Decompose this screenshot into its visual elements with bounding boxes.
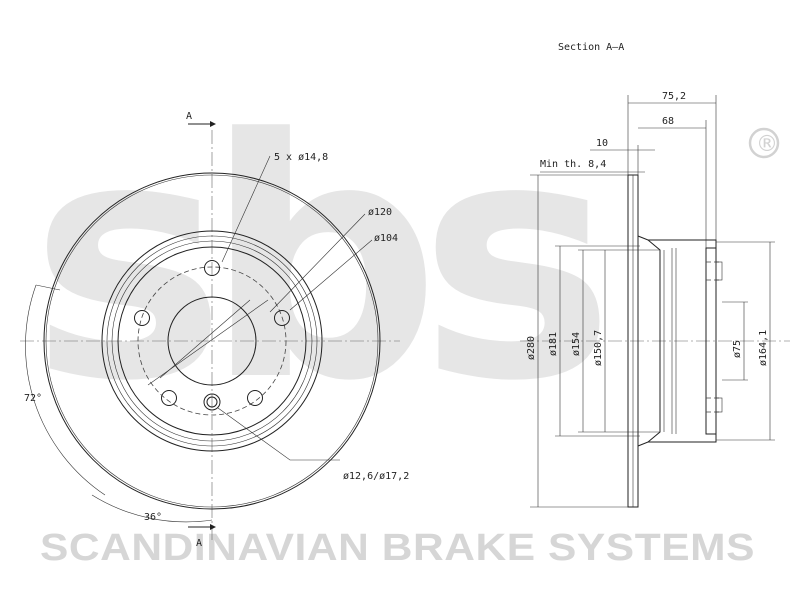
pcd-120-label: ø120 <box>368 207 392 218</box>
hub-ring-outer <box>101 230 323 452</box>
watermark: sbs ® SCANDINAVIAN BRAKE SYSTEMS <box>30 69 780 569</box>
bolt-hole <box>247 390 263 406</box>
hub-ring-2 <box>106 235 318 447</box>
wheel-hole-counterbore <box>203 393 221 411</box>
bolt-hole-section <box>715 397 723 413</box>
bolt-holes <box>134 260 290 411</box>
dia-150-7-label: ø150,7 <box>593 330 604 366</box>
bolt-hole-leader <box>221 155 271 263</box>
section-marker-top: A <box>186 111 216 127</box>
section-marker-bottom: A <box>188 524 216 549</box>
bolt-hole <box>161 390 177 406</box>
bolt-hole <box>204 260 220 276</box>
hub-ring-3 <box>111 240 313 442</box>
registered-mark-circle <box>748 127 780 159</box>
dia-280-label: ø280 <box>526 336 537 360</box>
height-75-2-label: 75,2 <box>662 91 686 102</box>
disc-outer-edge <box>43 172 381 510</box>
company-name-watermark: SCANDINAVIAN BRAKE SYSTEMS <box>40 527 755 569</box>
angle-72-label: 72° <box>24 393 42 404</box>
angle-36-arc <box>91 494 213 523</box>
min-thickness-label: Min th. 8,4 <box>540 159 606 170</box>
thickness-10-label: 10 <box>596 138 608 149</box>
disc-profile <box>627 174 723 508</box>
section-top-dims: 75,2 68 10 Min th. 8,4 <box>540 91 717 248</box>
bolt-hole <box>274 310 290 326</box>
hat-inner-wall <box>647 239 661 443</box>
dia-164-1-label: ø164,1 <box>758 330 769 366</box>
pcd-104-label: ø104 <box>374 233 398 244</box>
registered-mark: ® <box>756 132 778 157</box>
wheel-hole-leader <box>217 407 340 461</box>
bolt-holes-label: 5 x ø14,8 <box>274 152 328 163</box>
section-diameter-dims: ø280 ø181 ø154 ø150,7 ø75 ø164,1 <box>526 174 775 508</box>
section-arrow-head <box>210 524 216 530</box>
pcd-120-leader <box>269 213 366 313</box>
wheel-hole <box>206 396 218 408</box>
bolt-pitch-circle <box>137 266 287 416</box>
dia-181-label: ø181 <box>548 332 559 356</box>
angle-72-ext <box>35 284 61 291</box>
wheel-hole-label: ø12,6/ø17,2 <box>343 471 409 482</box>
height-68-label: 68 <box>662 116 674 127</box>
dia-75-label: ø75 <box>732 340 743 358</box>
front-leaders <box>147 155 373 461</box>
angle-36-label: 36° <box>144 512 162 523</box>
hub-ring-inner <box>117 246 307 436</box>
dia-154-label: ø154 <box>571 332 582 356</box>
front-view: A A 5 x ø14,8 ø120 ø104 ø12,6/ø17,2 72° <box>20 111 409 549</box>
pcd-104-leader <box>289 239 373 311</box>
angle-dimensions <box>25 284 213 523</box>
bolt-hole-section <box>715 261 723 281</box>
section-label-a: A <box>186 111 192 122</box>
section-view: Section A–A <box>520 42 790 508</box>
angle-72-arc <box>25 284 106 496</box>
section-label-a: A <box>196 538 202 549</box>
section-arrow-head <box>210 121 216 127</box>
hub-face <box>705 247 717 435</box>
bolt-hole <box>134 310 150 326</box>
center-bore <box>167 296 257 386</box>
section-title: Section A–A <box>558 42 624 53</box>
pcd-dimension-line-2 <box>159 299 251 379</box>
sbs-logo-watermark: sbs <box>30 69 604 453</box>
disc-outer-chamfer <box>45 174 379 508</box>
